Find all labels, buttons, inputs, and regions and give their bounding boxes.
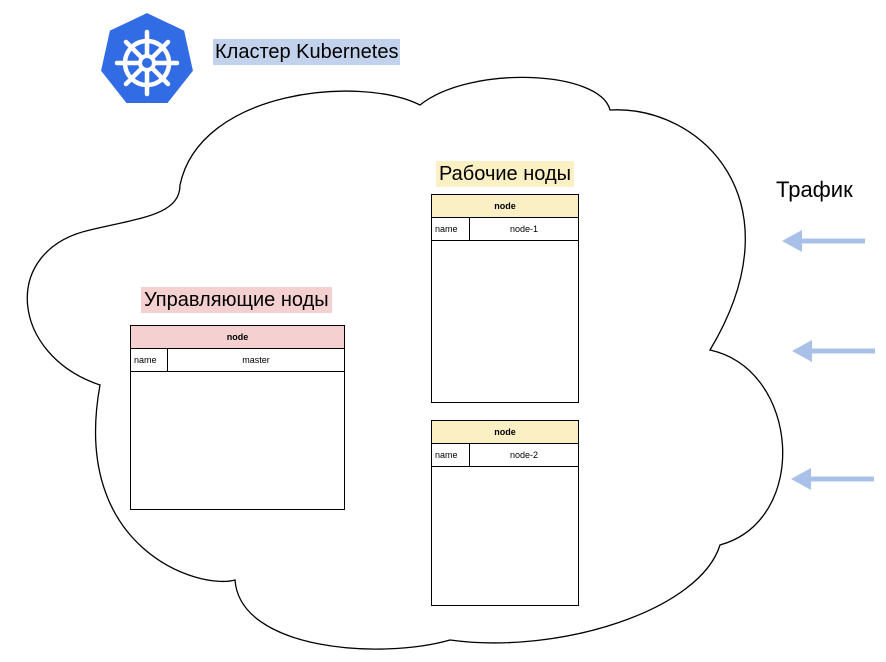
traffic-arrow-icon	[792, 340, 875, 362]
node-table-row: name node-2	[432, 444, 578, 467]
traffic-arrows	[782, 230, 875, 490]
node-field-key: name	[432, 444, 470, 466]
node-table-header: node	[432, 195, 578, 218]
node-table-header: node	[131, 326, 344, 349]
node-table-row: name node-1	[432, 218, 578, 241]
traffic-label: Трафик	[776, 177, 853, 202]
node-field-value: node-2	[509, 450, 539, 460]
node-table-header: node	[432, 421, 578, 444]
node-table-node-1: node name node-1	[431, 194, 579, 403]
node-field-value: master	[242, 355, 270, 365]
kubernetes-logo-icon	[98, 10, 196, 105]
cluster-title: Кластер Kubernetes	[213, 39, 401, 65]
control-plane-group-title: Управляющие ноды	[141, 287, 332, 313]
node-field-key: name	[432, 218, 470, 240]
traffic-arrow-icon	[791, 468, 874, 490]
traffic-arrow-icon	[782, 230, 865, 252]
worker-nodes-group-title: Рабочие ноды	[436, 161, 574, 187]
node-table-node-2: node name node-2	[431, 420, 579, 606]
node-table-row: name master	[131, 349, 344, 372]
node-field-key: name	[131, 349, 168, 371]
node-table-master: node name master	[130, 325, 345, 510]
node-field-value: node-1	[509, 224, 539, 234]
